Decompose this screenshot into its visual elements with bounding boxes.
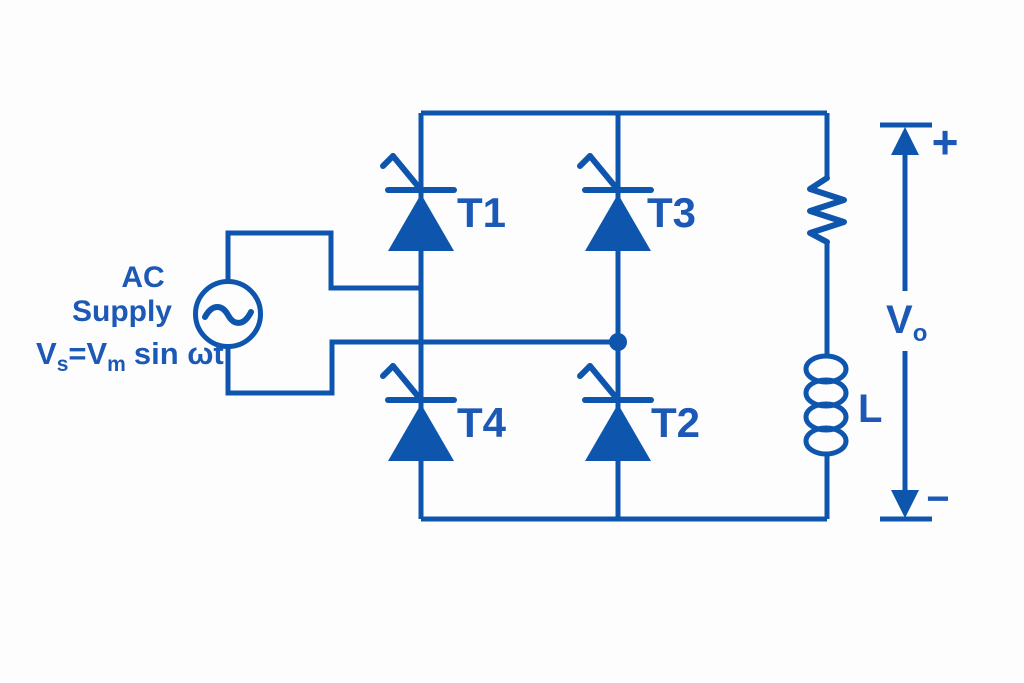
anode-triangle-icon: [585, 194, 651, 251]
anode-triangle-icon: [388, 194, 454, 251]
gate-lead-icon: [587, 363, 621, 403]
thyristor-t4-label: T4: [457, 399, 507, 446]
gate-lead-icon: [390, 363, 424, 403]
thyristor-t3-symbol: [577, 153, 654, 251]
wire-ac-bottom-lead: [225, 339, 618, 396]
output-voltage-indicator: [880, 122, 932, 522]
arrow-down-icon: [891, 490, 919, 518]
thyristor-t4-symbol: [380, 363, 457, 461]
resistor-symbol: [807, 175, 847, 245]
wire-ac-top-lead: [225, 230, 421, 291]
thyristor-t2-symbol: [577, 363, 654, 461]
gate-lead-icon: [390, 153, 424, 193]
output-voltage-label: Vo: [886, 298, 927, 347]
ac-label-line1: AC: [121, 261, 164, 294]
thyristor-t3-label: T3: [647, 189, 696, 236]
sine-wave-icon: [202, 304, 254, 326]
junction-dot: [609, 333, 627, 351]
ac-source-circle: [193, 279, 263, 349]
anode-triangle-icon: [388, 404, 454, 461]
minus-sign: −: [926, 477, 949, 521]
anode-triangle-icon: [585, 404, 651, 461]
gate-lead-icon: [587, 153, 621, 193]
thyristor-t1-symbol: [380, 153, 457, 251]
plus-sign: +: [932, 116, 959, 168]
ac-source-symbol: [193, 279, 263, 349]
thyristor-t2-label: T2: [651, 399, 700, 446]
thyristor-t1-label: T1: [457, 189, 506, 236]
arrow-up-icon: [891, 127, 919, 155]
ac-label-line2: Supply: [72, 295, 172, 328]
inductor-label: L: [858, 387, 882, 431]
inductor-symbol: [803, 353, 849, 457]
